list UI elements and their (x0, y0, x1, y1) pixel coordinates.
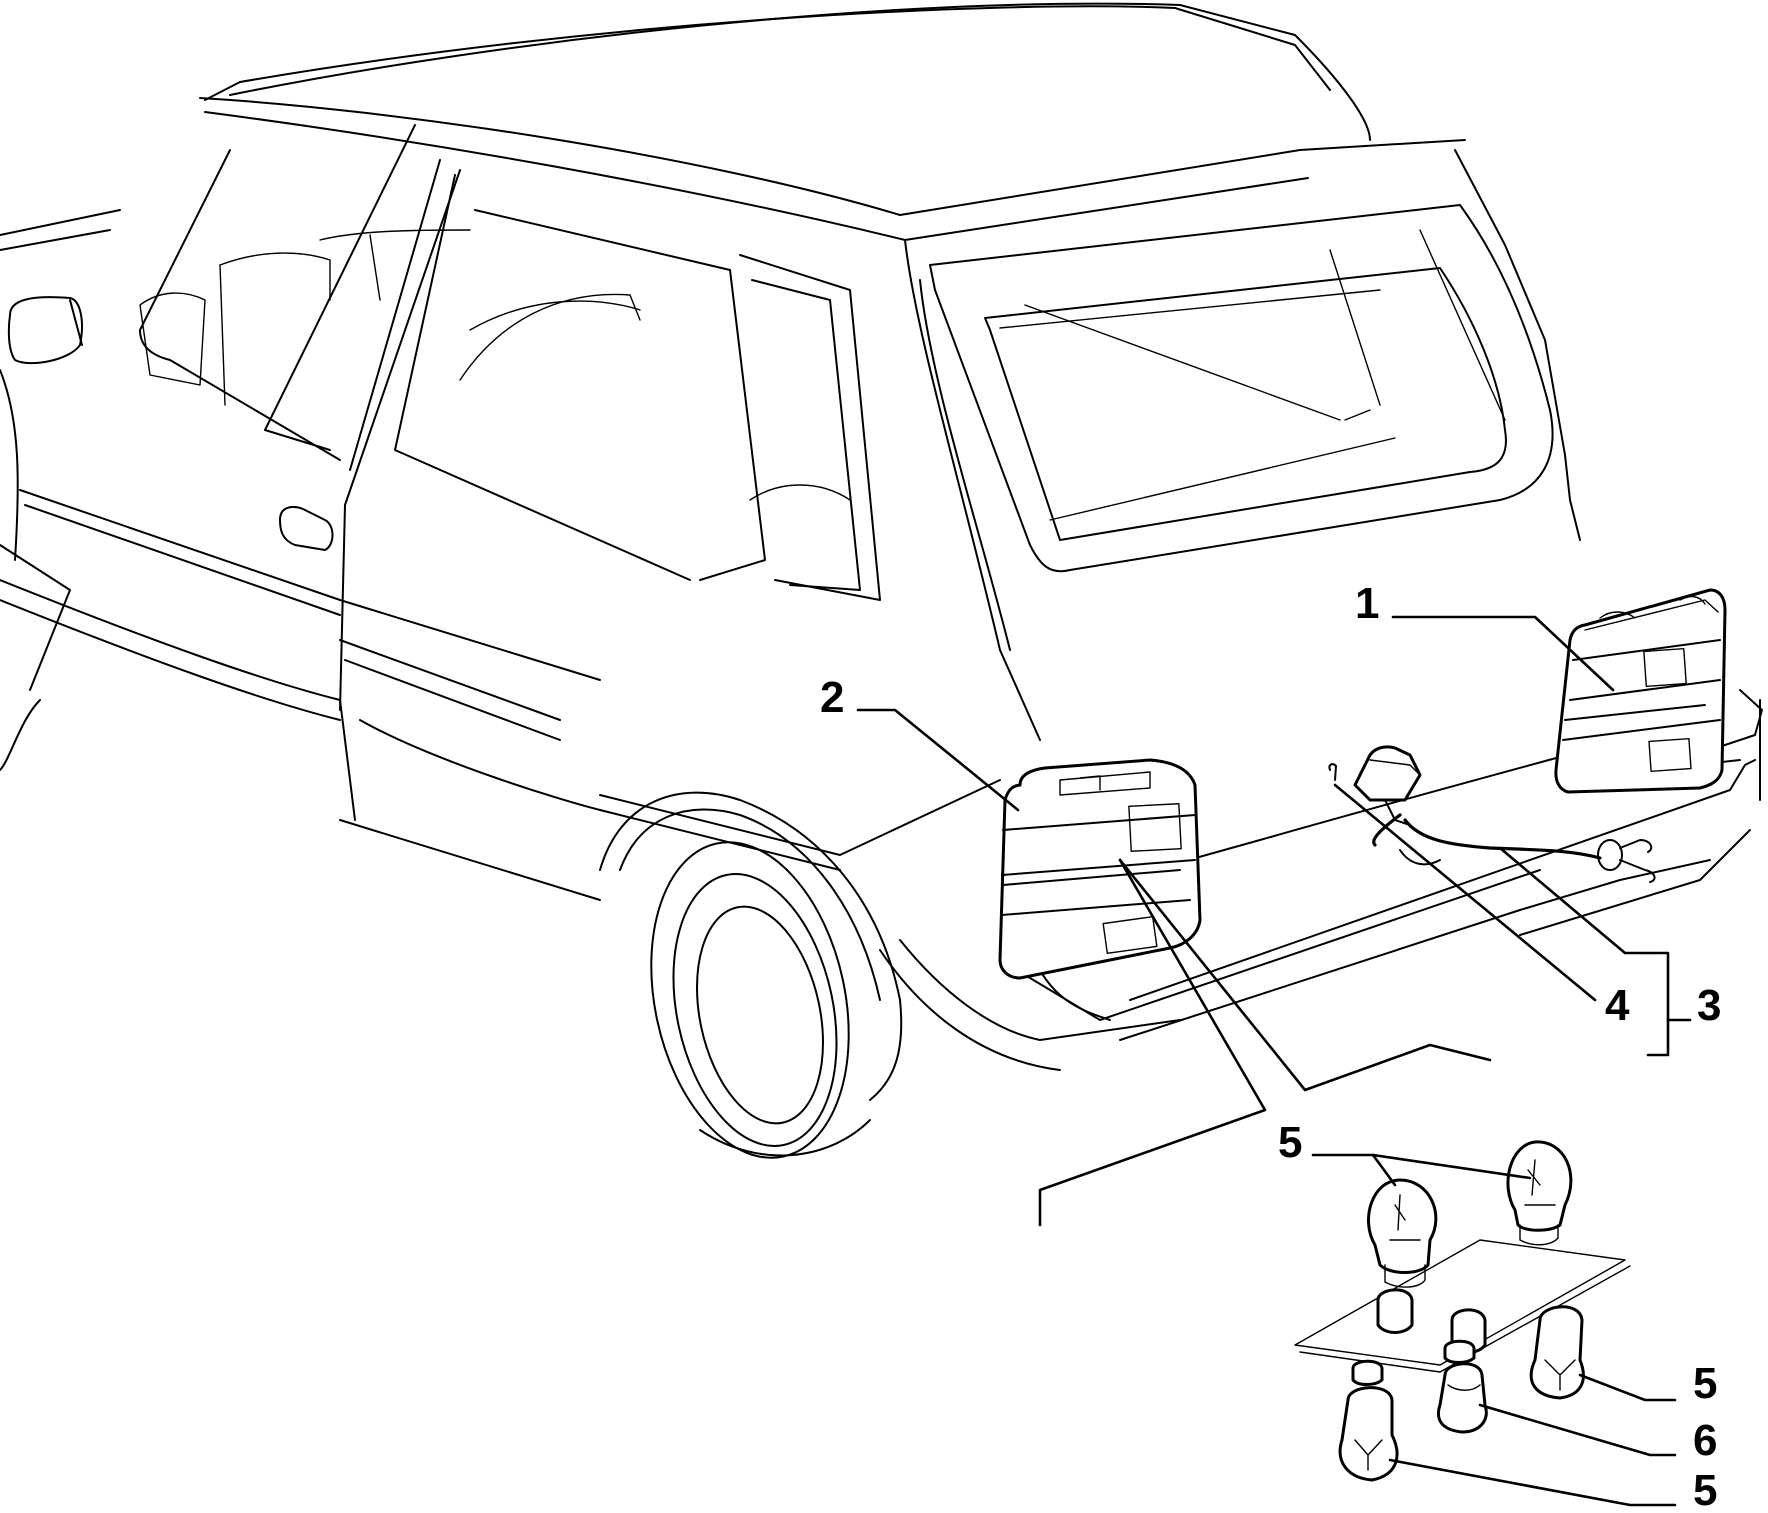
callout-5-bottom: 5 (1693, 1466, 1717, 1513)
callout-6: 6 (1693, 1416, 1717, 1465)
bulb-stub-plate (1351, 1339, 1476, 1386)
bulb-upper-right (1506, 1140, 1573, 1246)
callout-1: 1 (1355, 579, 1379, 628)
bulb-small-6 (1437, 1362, 1488, 1434)
callout-labels: 1 2 4 3 5 5 6 5 (820, 579, 1721, 1513)
callout-4: 4 (1605, 981, 1630, 1030)
bulb-upper-left (1366, 1178, 1438, 1288)
left-tail-lamp (998, 758, 1202, 980)
car-body-drawing (0, 2, 1763, 1159)
bulb-holder-plate (1294, 1239, 1631, 1373)
callout-5-upper: 5 (1278, 1118, 1302, 1167)
callout-5-right: 5 (1693, 1359, 1717, 1408)
callout-3: 3 (1697, 981, 1721, 1030)
bulb-lower-left (1338, 1386, 1399, 1482)
right-tail-lamp (1554, 588, 1727, 794)
bulb-lower-right (1529, 1305, 1585, 1400)
number-plate-lamp (1328, 745, 1656, 883)
callout-2: 2 (820, 673, 844, 722)
leader-lines (856, 615, 1692, 1507)
